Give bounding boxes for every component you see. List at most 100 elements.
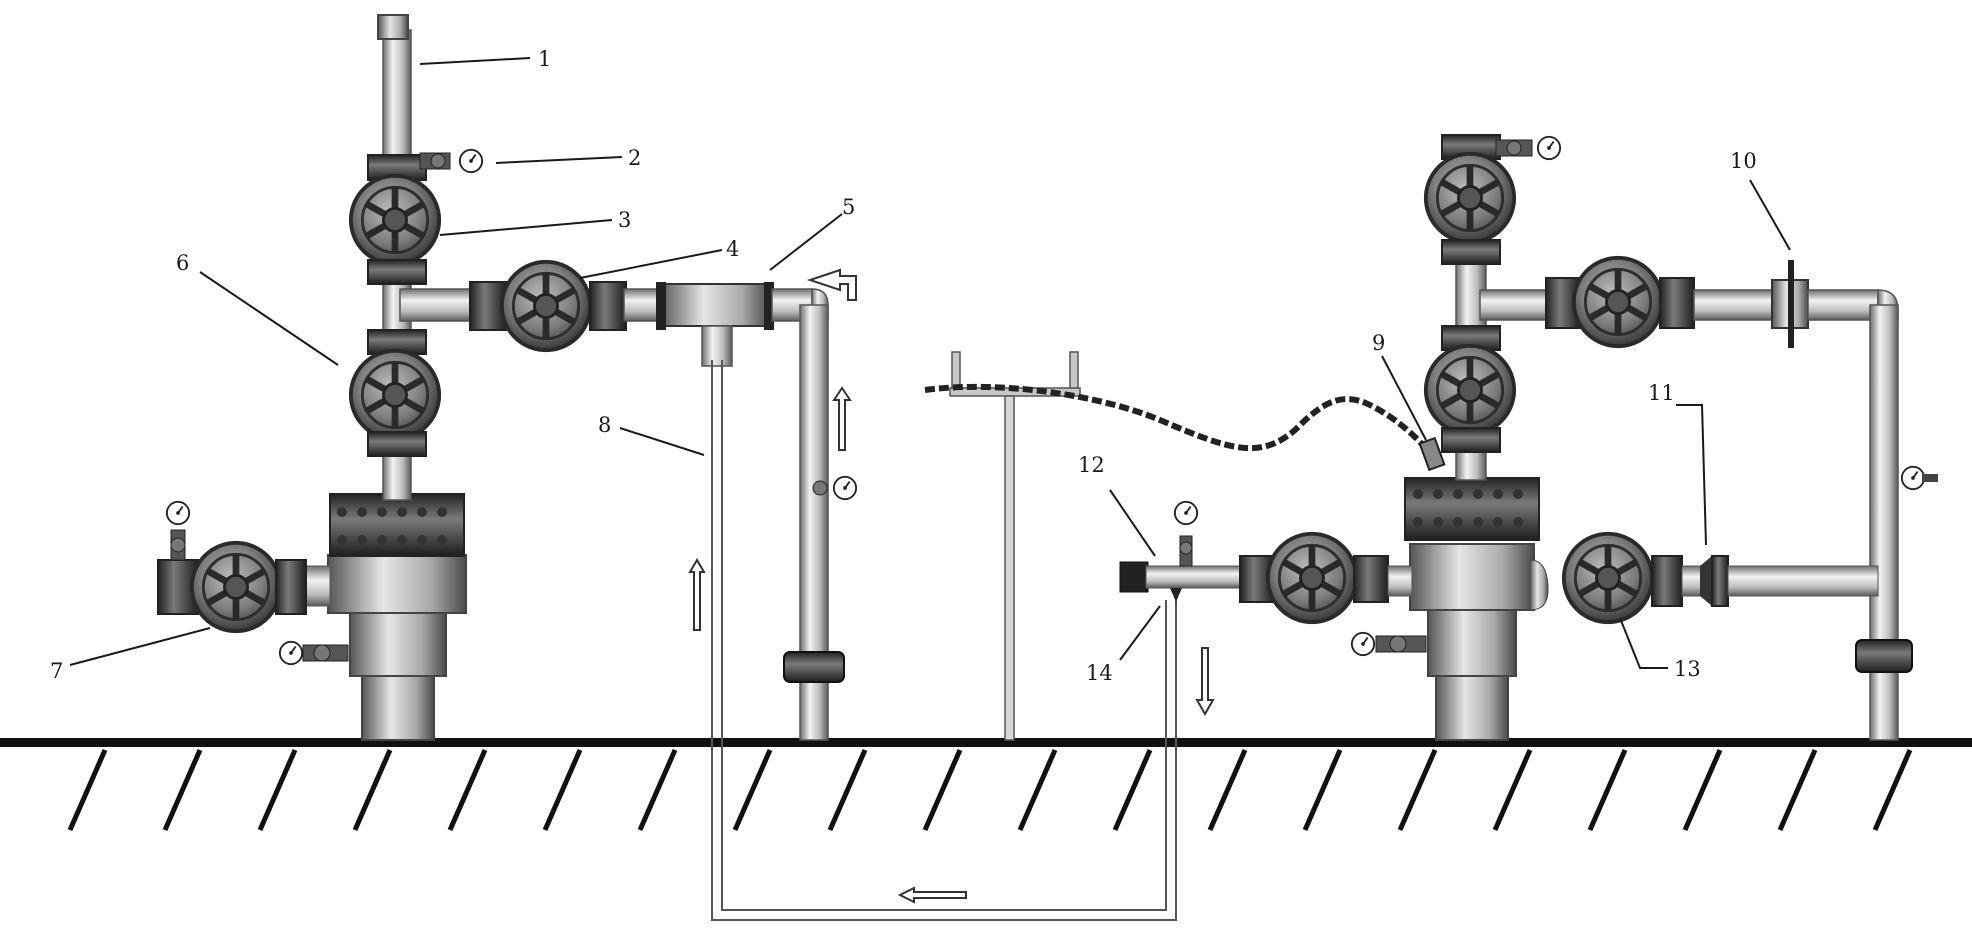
left-flowline-union <box>783 651 845 683</box>
right-casing-spool <box>1427 599 1517 677</box>
left-flange-bolts <box>337 507 447 545</box>
spool-flange-l <box>656 282 666 330</box>
left-valve-wheel-7[interactable] <box>192 543 280 631</box>
label-8: 8 <box>598 413 611 437</box>
right-valve-wheel-upper-line[interactable] <box>1574 258 1662 346</box>
left-stem-cap <box>377 14 409 40</box>
left-outlet-pipe <box>399 288 476 322</box>
ground-hatch-stroke <box>1587 748 1628 832</box>
right-flowline-vertical <box>1869 304 1899 741</box>
ground-hatch-stroke <box>1397 748 1438 832</box>
right-upper-pipe-1 <box>1479 289 1551 321</box>
sampling-line-8 <box>711 360 1177 921</box>
left-valve-wheel-6[interactable] <box>351 351 439 439</box>
ground-hatch-stroke <box>1492 748 1533 832</box>
leader-7 <box>69 627 211 666</box>
right-upper-valve-base <box>1441 239 1501 265</box>
left-gauge-top <box>419 148 484 174</box>
ground-hatch-stroke <box>352 748 393 832</box>
flow-arrow-down <box>1195 647 1215 717</box>
ground-hatch-stroke <box>1017 748 1058 832</box>
right-valve-wheel-left[interactable] <box>1268 534 1356 622</box>
leader-10 <box>1749 179 1791 251</box>
ground-hatch-stroke <box>257 748 298 832</box>
ground-hatch-stroke <box>1872 748 1913 832</box>
leader-11 <box>1676 404 1707 546</box>
label-7: 7 <box>50 659 63 683</box>
right-lower-valve-base <box>1441 427 1501 453</box>
label-3: 3 <box>618 208 631 232</box>
right-tubing-head <box>1409 543 1535 611</box>
left-gauge-casing <box>278 640 349 666</box>
left-valve-wheel-3[interactable] <box>351 176 439 264</box>
right-valve-wheel-13[interactable] <box>1564 534 1652 622</box>
right-valve-wheel-lower[interactable] <box>1426 346 1514 434</box>
left-valve-wheel-4[interactable] <box>502 262 590 350</box>
right-flowline-union <box>1855 639 1913 673</box>
pressure-gauge-casing <box>278 640 304 666</box>
leader-4 <box>579 249 723 279</box>
flow-arrow-up-sampling <box>688 558 706 631</box>
label-1: 1 <box>538 47 551 71</box>
label-6: 6 <box>176 251 189 275</box>
right-lower-flange-a <box>1651 555 1683 607</box>
ground-hatch-stroke <box>1682 748 1723 832</box>
label-11: 11 <box>1648 381 1675 405</box>
ground-hatch-stroke <box>732 748 773 832</box>
leader-2 <box>495 156 623 164</box>
flow-arrows <box>688 268 1215 904</box>
pressure-gauge-right-top <box>1536 135 1562 161</box>
sampling-line-inner <box>721 360 1167 911</box>
right-wellhead <box>1119 134 1938 741</box>
stand-leg <box>1004 395 1015 741</box>
ground-hatch-stroke <box>67 748 108 832</box>
label-4: 4 <box>726 237 739 261</box>
leader-12 <box>1109 489 1156 557</box>
label-2: 2 <box>628 146 641 170</box>
right-flange-bolts <box>1413 489 1523 527</box>
pressure-gauge-right-flowline <box>1900 465 1926 491</box>
injection-plug-12 <box>1119 561 1149 593</box>
sensor-9 <box>1418 436 1446 472</box>
label-14: 14 <box>1086 661 1113 685</box>
label-12: 12 <box>1078 453 1105 477</box>
pressure-gauge-side <box>165 500 191 526</box>
right-gauge-top <box>1495 135 1562 161</box>
right-valve-wheel-upper[interactable] <box>1426 154 1514 242</box>
leader-5 <box>769 213 843 271</box>
right-top-bonnet <box>1441 134 1501 160</box>
label-10: 10 <box>1730 149 1757 173</box>
left-flange <box>329 493 465 557</box>
sampling-spool-5 <box>659 283 771 327</box>
right-gauge-casing <box>1350 631 1427 657</box>
right-upper-pipe-2 <box>1693 289 1775 321</box>
sampling-line-outer <box>711 360 1177 921</box>
ground-hatch-stroke <box>1302 748 1343 832</box>
stand-post-l <box>951 351 961 389</box>
ground-hatch-stroke <box>1207 748 1248 832</box>
leader-9 <box>1381 355 1427 441</box>
leader-6 <box>199 271 339 366</box>
spool-flange-r <box>764 282 774 330</box>
leader-13 <box>1619 617 1668 669</box>
right-lower-flange-b <box>1711 555 1729 607</box>
left-wellhead <box>157 14 858 741</box>
right-left-gauge-valve <box>1179 541 1193 555</box>
ground-hatch-stroke <box>827 748 868 832</box>
venturi-11 <box>1700 556 1712 606</box>
right-flange <box>1404 477 1540 541</box>
ground-hatch-stroke <box>637 748 678 832</box>
right-left-pipe <box>1145 565 1245 589</box>
orifice-bolt <box>1788 260 1794 348</box>
right-lower-outlet-nozzle <box>1529 559 1549 611</box>
label-9: 9 <box>1372 331 1385 355</box>
part-labels: 1 2 3 4 5 6 7 8 9 10 11 12 13 14 <box>50 47 1757 685</box>
label-13: 13 <box>1674 657 1701 681</box>
ground-hatch-stroke <box>542 748 583 832</box>
pressure-gauge-flowline <box>832 475 858 501</box>
left-gauge-flowline <box>812 475 858 501</box>
left-side-flange-b <box>275 559 307 615</box>
check-valve-14 <box>1170 588 1182 602</box>
left-outlet-flange-b <box>589 281 627 331</box>
